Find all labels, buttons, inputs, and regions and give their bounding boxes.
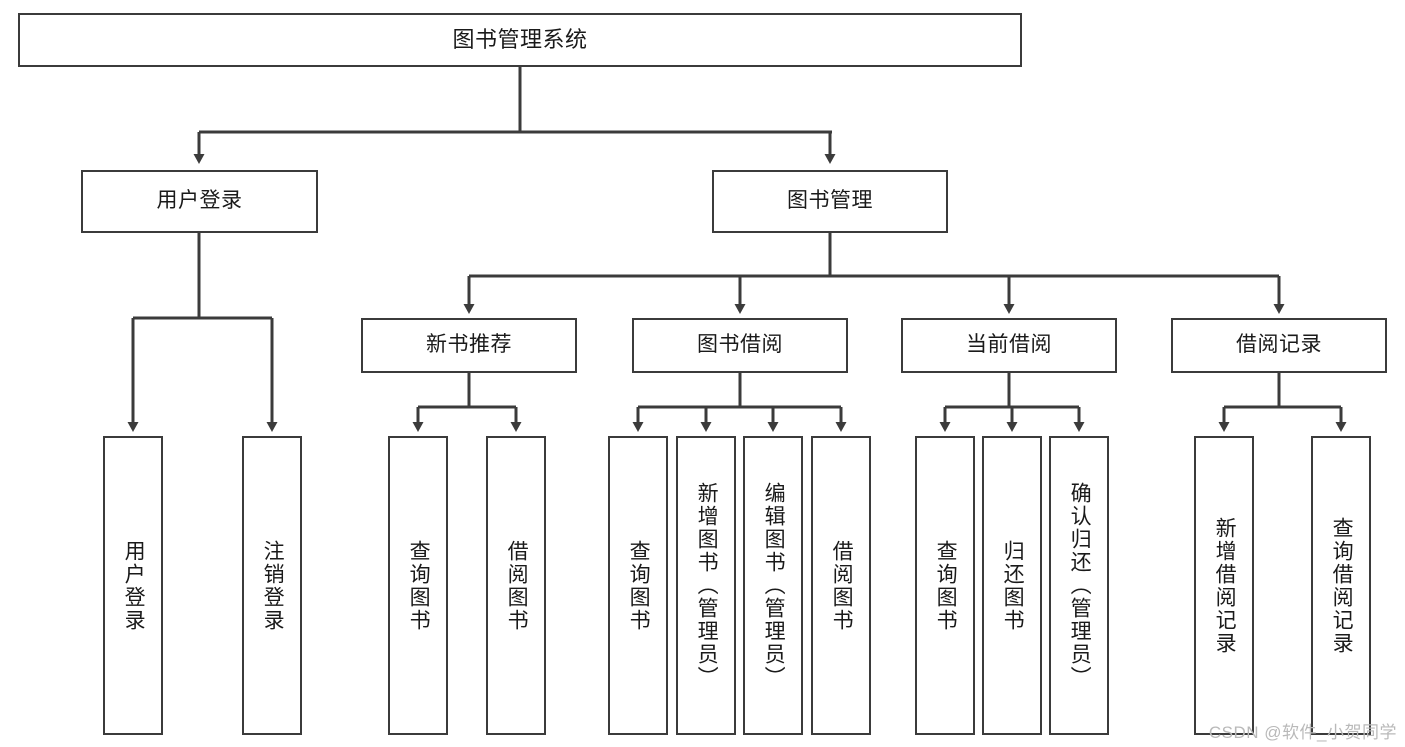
node-new-book-rec-label: 新书推荐 <box>426 333 512 357</box>
node-new-book-rec[interactable]: 新书推荐 <box>361 318 577 373</box>
leaf-query-record[interactable]: 查询借阅记录 <box>1311 436 1371 735</box>
leaf-add-record[interactable]: 新增借阅记录 <box>1194 436 1254 735</box>
leaf-return-book-label: 归还图书 <box>1001 539 1025 632</box>
leaf-query-book-3[interactable]: 查询图书 <box>915 436 975 735</box>
node-root[interactable]: 图书管理系统 <box>18 13 1022 67</box>
node-book-manage[interactable]: 图书管理 <box>712 170 948 233</box>
leaf-add-book[interactable]: 新增图书（管理员） <box>676 436 736 735</box>
leaf-logout[interactable]: 注销登录 <box>242 436 302 735</box>
node-user-login-label: 用户登录 <box>156 189 243 213</box>
leaf-borrow-book-1[interactable]: 借阅图书 <box>486 436 546 735</box>
leaf-query-book-3-label: 查询图书 <box>934 539 958 632</box>
leaf-query-book-1[interactable]: 查询图书 <box>388 436 448 735</box>
leaf-add-record-label: 新增借阅记录 <box>1213 516 1237 655</box>
node-book-manage-label: 图书管理 <box>787 189 873 213</box>
leaf-borrow-book-2[interactable]: 借阅图书 <box>811 436 871 735</box>
leaf-edit-book-label: 编辑图书（管理员） <box>762 482 786 689</box>
leaf-query-book-1-label: 查询图书 <box>407 539 431 632</box>
node-borrow-record[interactable]: 借阅记录 <box>1171 318 1387 373</box>
node-root-label: 图书管理系统 <box>452 27 588 53</box>
leaf-confirm-return[interactable]: 确认归还（管理员） <box>1049 436 1109 735</box>
node-book-borrow-label: 图书借阅 <box>697 333 783 357</box>
watermark: CSDN @软件_小贺同学 <box>1208 723 1397 742</box>
node-user-login[interactable]: 用户登录 <box>81 170 318 233</box>
leaf-confirm-return-label: 确认归还（管理员） <box>1068 482 1092 689</box>
leaf-query-book-2-label: 查询图书 <box>627 539 651 632</box>
leaf-user-login-label: 用户登录 <box>122 539 146 632</box>
leaf-query-record-label: 查询借阅记录 <box>1330 516 1354 655</box>
leaf-logout-label: 注销登录 <box>261 539 285 632</box>
node-borrow-record-label: 借阅记录 <box>1236 333 1322 357</box>
leaf-return-book[interactable]: 归还图书 <box>982 436 1042 735</box>
leaf-user-login[interactable]: 用户登录 <box>103 436 163 735</box>
leaf-query-book-2[interactable]: 查询图书 <box>608 436 668 735</box>
node-current-borrow-label: 当前借阅 <box>966 333 1052 357</box>
node-book-borrow[interactable]: 图书借阅 <box>632 318 848 373</box>
leaf-borrow-book-1-label: 借阅图书 <box>505 539 529 632</box>
leaf-borrow-book-2-label: 借阅图书 <box>830 539 854 632</box>
leaf-add-book-label: 新增图书（管理员） <box>695 482 719 689</box>
node-current-borrow[interactable]: 当前借阅 <box>901 318 1117 373</box>
leaf-edit-book[interactable]: 编辑图书（管理员） <box>743 436 803 735</box>
